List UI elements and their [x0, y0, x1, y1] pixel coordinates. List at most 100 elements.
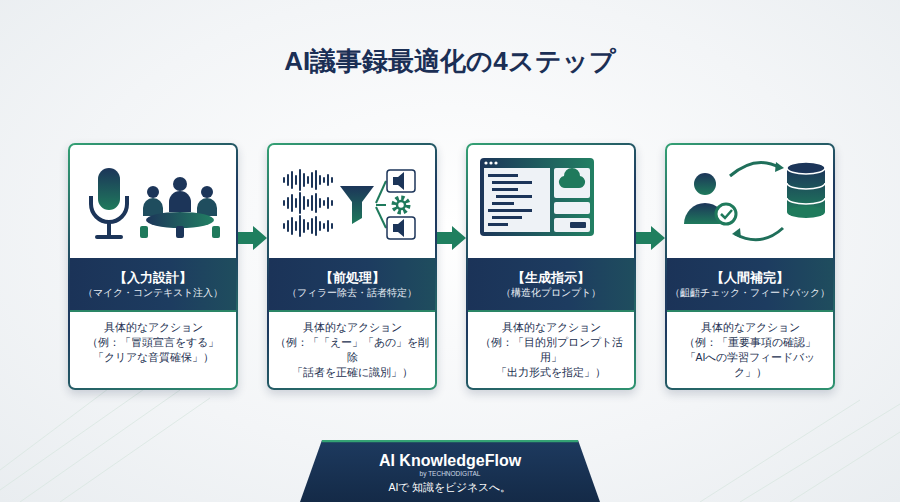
reviewer-icon	[694, 173, 716, 195]
flow-arrow	[636, 226, 665, 250]
screen-icon	[492, 216, 522, 219]
reviewer-icon	[716, 204, 736, 224]
waveform-icon	[284, 170, 332, 190]
waveform-icon	[284, 216, 332, 236]
meeting-icon	[212, 226, 220, 238]
brand-byline: by TECHNODIGITAL	[420, 470, 481, 478]
microphone-icon	[107, 222, 111, 236]
output-icons	[397, 201, 405, 209]
step-card: 【生成指示】（構造化プロンプト） 具体的なアクション （例：「目的別プロンプト活用…	[466, 143, 636, 390]
step-header-band: 【前処理】（フィラー除去・話者特定）	[269, 258, 435, 310]
background-stripes	[60, 398, 210, 502]
meeting-icon	[140, 177, 220, 238]
screen-icon	[554, 218, 590, 232]
screen-icon	[554, 168, 590, 198]
screen-icon	[488, 209, 532, 212]
flow-arrow	[437, 226, 466, 250]
brand-tagline: AIで 知識をビジネスへ。	[389, 480, 512, 495]
step-title: 【前処理】	[320, 269, 385, 286]
screen-icon	[488, 174, 532, 226]
meeting-icon	[176, 226, 184, 238]
database-icon	[787, 206, 825, 218]
funnel-icon	[376, 181, 386, 203]
background-stripes	[20, 390, 180, 502]
screen-icon	[489, 161, 492, 164]
cycle-arrows	[730, 163, 780, 176]
meeting-icon	[197, 198, 217, 216]
step-body: 具体的なアクション （例：「冒頭宣言をする」 「クリアな音質確保」）	[70, 310, 236, 388]
step-title: 【生成指示】	[512, 269, 590, 286]
step-header-band: 【人間補完】（齟齬チェック・フィードバック）	[667, 258, 833, 310]
waveform-icon	[284, 193, 332, 213]
cycle-arrows	[735, 228, 783, 240]
badge-accent-line	[322, 440, 578, 442]
meeting-icon	[201, 186, 213, 198]
database-icon	[787, 162, 825, 174]
screen-icon	[496, 195, 532, 198]
screen-icon	[492, 202, 514, 205]
flow-arrow	[238, 226, 267, 250]
diagram-title: AI議事録最適化の4ステップ	[0, 44, 900, 79]
badge-content: AI KnowledgeFlowby TECHNODIGITALAIで 知識をビ…	[300, 440, 600, 502]
meeting-icon	[140, 226, 148, 238]
screen-icon	[484, 168, 550, 232]
background-stripes	[0, 380, 120, 470]
cycle-arrows	[730, 162, 784, 240]
reviewer-icon	[684, 203, 726, 224]
microphone-icon	[98, 168, 120, 210]
output-icons	[393, 172, 404, 190]
microphone-icon	[91, 196, 127, 222]
step-actions: 具体的なアクション （例：「「えー」「あの」を削除 「話者を正確に識別」）	[272, 320, 432, 380]
background-stripes	[740, 404, 900, 502]
output-icons	[387, 217, 415, 239]
step-title: 【人間補完】	[711, 269, 789, 286]
meeting-icon	[169, 191, 191, 212]
meeting-icon	[173, 177, 187, 191]
step-body: 具体的なアクション （例：「重要事項の確認」 「AIへの学習フィードバック」）	[667, 310, 833, 388]
step-body: 具体的なアクション （例：「「えー」「あの」を削除 「話者を正確に識別」）	[269, 310, 435, 388]
database-icon	[787, 168, 825, 212]
step-subtitle: （齟齬チェック・フィードバック）	[670, 286, 830, 300]
database-icon	[787, 183, 825, 189]
step-card: 【入力設計】（マイク・コンテキスト注入） 具体的なアクション （例：「冒頭宣言をす…	[68, 143, 238, 390]
meeting-icon	[147, 186, 159, 198]
funnel-icon	[376, 204, 386, 206]
badge-trapezoid	[300, 440, 600, 502]
background-stripes	[0, 380, 900, 502]
screen-icon	[570, 222, 586, 228]
step-body: 具体的なアクション （例：「目的別プロンプト活用」 「出力形式を指定」）	[468, 310, 634, 388]
step-subtitle: （マイク・コンテキスト注入）	[83, 286, 223, 300]
output-icons	[393, 219, 404, 237]
step-card: 【人間補完】（齟齬チェック・フィードバック） 具体的なアクション （例：「重要事項…	[665, 143, 835, 390]
background-stripes	[790, 432, 900, 502]
screen-icon	[484, 161, 487, 164]
screen-icon	[492, 181, 532, 184]
meeting-icon	[146, 212, 214, 228]
cycle-arrows	[775, 162, 784, 172]
screen-icon	[480, 158, 594, 236]
waveform-icon	[284, 170, 332, 236]
funnel-icon	[340, 181, 386, 228]
screen-icon	[488, 174, 518, 177]
database-icon	[787, 162, 825, 218]
screen-icon	[494, 161, 497, 164]
step-subtitle: （フィラー除去・話者特定）	[287, 286, 417, 300]
funnel-icon	[376, 207, 386, 228]
meeting-icon	[143, 198, 163, 216]
microphone-icon	[97, 235, 121, 239]
database-icon	[787, 198, 825, 204]
step-subtitle: （構造化プロンプト）	[501, 286, 601, 300]
output-icons	[387, 170, 415, 192]
output-icons	[387, 170, 415, 239]
output-icons	[394, 198, 408, 212]
step-actions: 具体的なアクション （例：「重要事項の確認」 「AIへの学習フィードバック」）	[670, 320, 830, 380]
step-actions: 具体的なアクション （例：「冒頭宣言をする」 「クリアな音質確保」）	[73, 320, 233, 365]
screen-icon	[559, 168, 585, 188]
screen-icon	[480, 158, 594, 236]
step-header-band: 【入力設計】（マイク・コンテキスト注入）	[70, 258, 236, 310]
background-stripes	[0, 385, 150, 490]
reviewer-icon	[721, 210, 732, 218]
microphone-icon	[91, 168, 127, 237]
